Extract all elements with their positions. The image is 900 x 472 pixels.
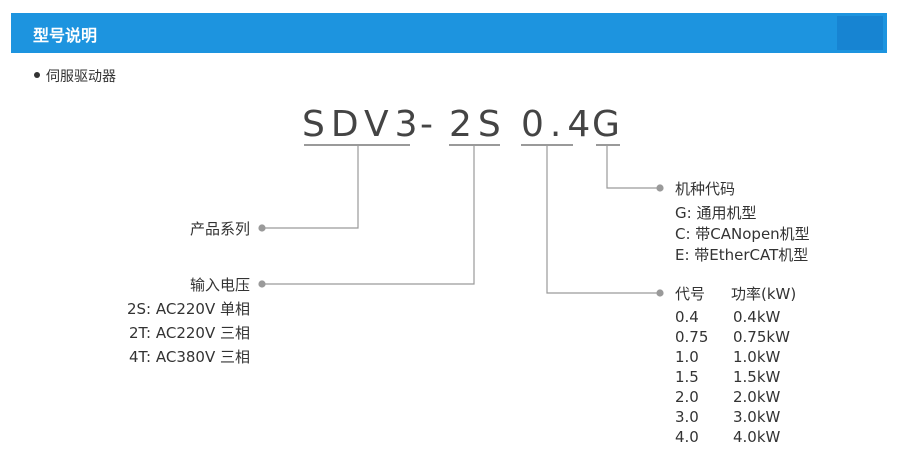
power-table-code: 2.0 [675, 388, 699, 406]
connector-power [546, 146, 659, 294]
machine-code-item: C: 带CANopen机型 [675, 225, 810, 243]
connector-series [263, 146, 359, 229]
power-table-value: 0.75kW [733, 328, 790, 346]
machine-code-item: G: 通用机型 [675, 204, 757, 222]
machine-code-item: E: 带EtherCAT机型 [675, 246, 809, 264]
power-table-code: 0.4 [675, 308, 699, 326]
product-series-label: 产品系列 [189, 220, 250, 238]
underline-voltage [449, 144, 500, 146]
dot-series [258, 224, 266, 232]
voltage-option: 4T: AC380V 三相 [128, 348, 250, 366]
power-table-code: 3.0 [675, 408, 699, 426]
dot-machine [656, 184, 664, 192]
model-seg-machine: G [592, 104, 626, 145]
power-table-value: 3.0kW [733, 408, 781, 426]
input-voltage-label: 输入电压 [189, 276, 250, 294]
section-header: 型号说明 [11, 13, 887, 53]
header-title: 型号说明 [33, 26, 98, 45]
model-seg-series: SDV3 [302, 104, 424, 145]
voltage-option: 2S: AC220V 单相 [126, 300, 250, 318]
power-table-value: 0.4kW [733, 308, 781, 326]
power-table-value: 2.0kW [733, 388, 781, 406]
model-seg-dash: - [420, 104, 439, 145]
power-table-header-code: 代号 [675, 285, 706, 303]
connector-machine [606, 146, 659, 189]
power-table-code: 0.75 [675, 328, 709, 346]
bullet-icon [34, 72, 40, 78]
model-seg-power: 0.4 [521, 104, 597, 145]
power-table-value: 1.5kW [733, 368, 781, 386]
power-table-code: 1.5 [675, 368, 699, 386]
power-table-value: 1.0kW [733, 348, 781, 366]
header-accent-block [837, 16, 883, 50]
connector-voltage [263, 146, 475, 285]
underline-series [304, 144, 410, 146]
dot-voltage [258, 280, 266, 288]
voltage-option: 2T: AC220V 三相 [128, 324, 250, 342]
section-label: 伺服驱动器 [46, 69, 116, 85]
model-seg-voltage: 2S [449, 104, 507, 145]
underline-power [521, 144, 573, 146]
machine-code-label: 机种代码 [675, 180, 736, 198]
power-table-header-power: 功率(kW) [731, 285, 797, 303]
power-table-code: 4.0 [675, 428, 699, 446]
power-table-code: 1.0 [675, 348, 699, 366]
underline-machine [596, 144, 620, 146]
dot-power [656, 289, 664, 297]
power-table-value: 4.0kW [733, 428, 781, 446]
